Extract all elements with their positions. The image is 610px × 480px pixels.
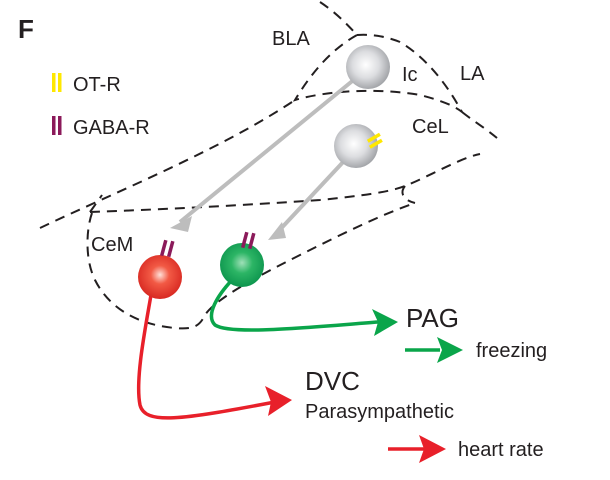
pag-arrowhead-icon [372,309,398,336]
cel-neuron-soma [334,124,378,168]
panel-label: F [18,14,34,44]
gaba-r-swatch-icon [52,116,56,135]
legend-item-ot-r: OT-R [52,73,121,96]
cem-outline [86,194,416,330]
output-label-dvc: DVC [305,366,360,396]
dvc-arrowhead-icon [265,386,292,416]
output-label-heart-rate: heart rate [458,439,544,461]
la-boundary [461,111,498,139]
ic-neuron [170,45,390,232]
region-label-bla: BLA [272,28,310,50]
ic-outline [292,33,463,113]
cel-neuron [268,124,383,240]
gaba-receptor-bar [159,239,168,257]
cel-axon-terminal-icon [268,222,286,240]
red-efferent-pathway [136,294,276,420]
gaba-receptor-icon [159,239,175,258]
region-label-cem: CeM [91,234,133,256]
ot-r-swatch-bar [58,73,62,92]
ot-r-swatch-icon [52,73,56,92]
bla-la-boundary [319,1,358,36]
region-label-ic: Ic [402,64,418,86]
gaba-receptor-icon [240,231,256,250]
output-label-pag: PAG [406,303,459,333]
legend-label-ot-r: OT-R [73,74,121,96]
gaba-r-swatch-bar [58,116,62,135]
green-neuron-soma [220,243,264,287]
ot-receptor-icon [366,132,383,149]
legend-item-gaba-r: GABA-R [52,116,150,139]
cem-green-neuron [220,231,264,287]
heart-rate-arrowhead-icon [419,435,446,463]
red-neuron-soma [138,255,182,299]
output-label-parasympathetic: Parasympathetic [305,401,454,423]
region-label-la: LA [460,63,485,85]
legend: OT-R GABA-R [52,73,150,139]
cel-curl [401,185,416,204]
gaba-receptor-bar [166,240,175,258]
cel-lower-boundary [89,153,481,213]
bla-cel-boundary [39,99,296,229]
legend-label-gaba-r: GABA-R [73,117,150,139]
gaba-receptor-bar [240,231,249,249]
freezing-arrowhead-icon [437,337,463,363]
ic-axon [178,76,358,224]
cel-axon [272,158,347,238]
region-label-cel: CeL [412,116,449,138]
gaba-receptor-bar [247,232,256,250]
ot-receptor-bar [368,138,383,149]
output-label-freezing: freezing [476,340,547,362]
ot-receptor-bar [366,132,381,143]
green-efferent-pathway [209,278,379,332]
region-outlines [39,1,498,330]
cem-red-neuron [138,239,182,299]
ic-neuron-soma [346,45,390,89]
ic-axon-terminal-icon [170,216,192,232]
